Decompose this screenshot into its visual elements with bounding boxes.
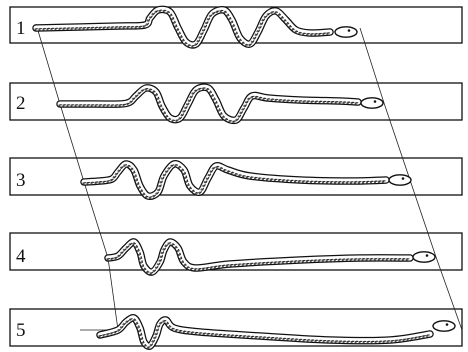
- snake-head: [433, 321, 455, 331]
- snake-head: [389, 175, 411, 185]
- panel-number-3: 3: [16, 170, 26, 191]
- panel-number-4: 4: [16, 246, 26, 267]
- snake-eye: [348, 29, 351, 32]
- panel-numbers: 1 2 3 4 5: [16, 18, 26, 341]
- snake-eye: [446, 323, 449, 326]
- panel-number-1: 1: [16, 18, 26, 39]
- snake-eye: [402, 177, 405, 180]
- panel-number-2: 2: [16, 93, 26, 114]
- snake-head: [361, 98, 383, 108]
- snake-eye: [426, 254, 429, 257]
- snakes: [35, 9, 456, 347]
- snake-head: [335, 27, 357, 37]
- panel-number-5: 5: [16, 320, 26, 341]
- snake-head: [413, 252, 435, 262]
- snake-eye: [374, 100, 377, 103]
